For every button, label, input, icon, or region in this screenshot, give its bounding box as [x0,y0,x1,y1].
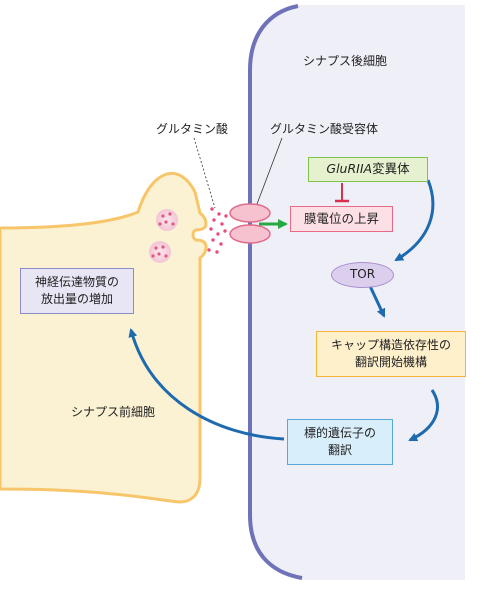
postsynaptic-cell [250,5,465,580]
target-gene-translation-box: 標的遺伝子の 翻訳 [287,419,393,465]
arrow-tor-to-cap [368,285,386,318]
cap-translation-line2: 翻訳開始機構 [354,355,427,369]
tor-text: TOR [349,267,376,282]
cap-translation-box: キャップ構造依存性の 翻訳開始機構 [316,331,466,377]
postsynaptic-membrane [248,4,303,580]
gluriia-mutant-box: GluRIIA変異体 [308,157,428,182]
inhibition-mark [335,183,349,203]
arrow-gluriia-to-tor [394,179,435,262]
glutamate-label: グルタミン酸 [156,122,229,136]
glutamate-pointer [193,137,216,209]
cap-translation-line1: キャップ構造依存性の [330,337,451,352]
arrow-cap-to-translation [408,389,439,442]
arrow-translation-to-release [128,328,285,441]
glutamate-receptor [229,224,271,244]
membrane-potential-text: 膜電位の上昇 [303,210,379,226]
glutamate-receptor-label: グルタミン酸受容体 [270,122,379,136]
receptor-pointer [256,137,283,205]
neurotransmitter-release-box: 神経伝達物質の 放出量の増加 [20,268,134,314]
neurotransmitter-line2: 放出量の増加 [40,292,113,306]
target-gene-line1: 標的遺伝子の [303,425,376,440]
membrane-potential-box: 膜電位の上昇 [290,206,393,232]
postsynaptic-cell-label: シナプス後細胞 [303,54,388,68]
gluriia-gene-name: GluRIIA [326,161,373,177]
tor-node: TOR [331,262,394,288]
presynaptic-cell-label: シナプス前細胞 [71,405,156,419]
glutamate-molecules [207,207,228,254]
target-gene-line2: 翻訳 [327,443,352,457]
synaptic-vesicle [156,209,178,231]
synaptic-vesicle [149,241,171,263]
neurotransmitter-line1: 神経伝達物質の [34,274,119,289]
gluriia-suffix: 変異体 [372,161,410,177]
glutamate-receptor [229,203,271,223]
